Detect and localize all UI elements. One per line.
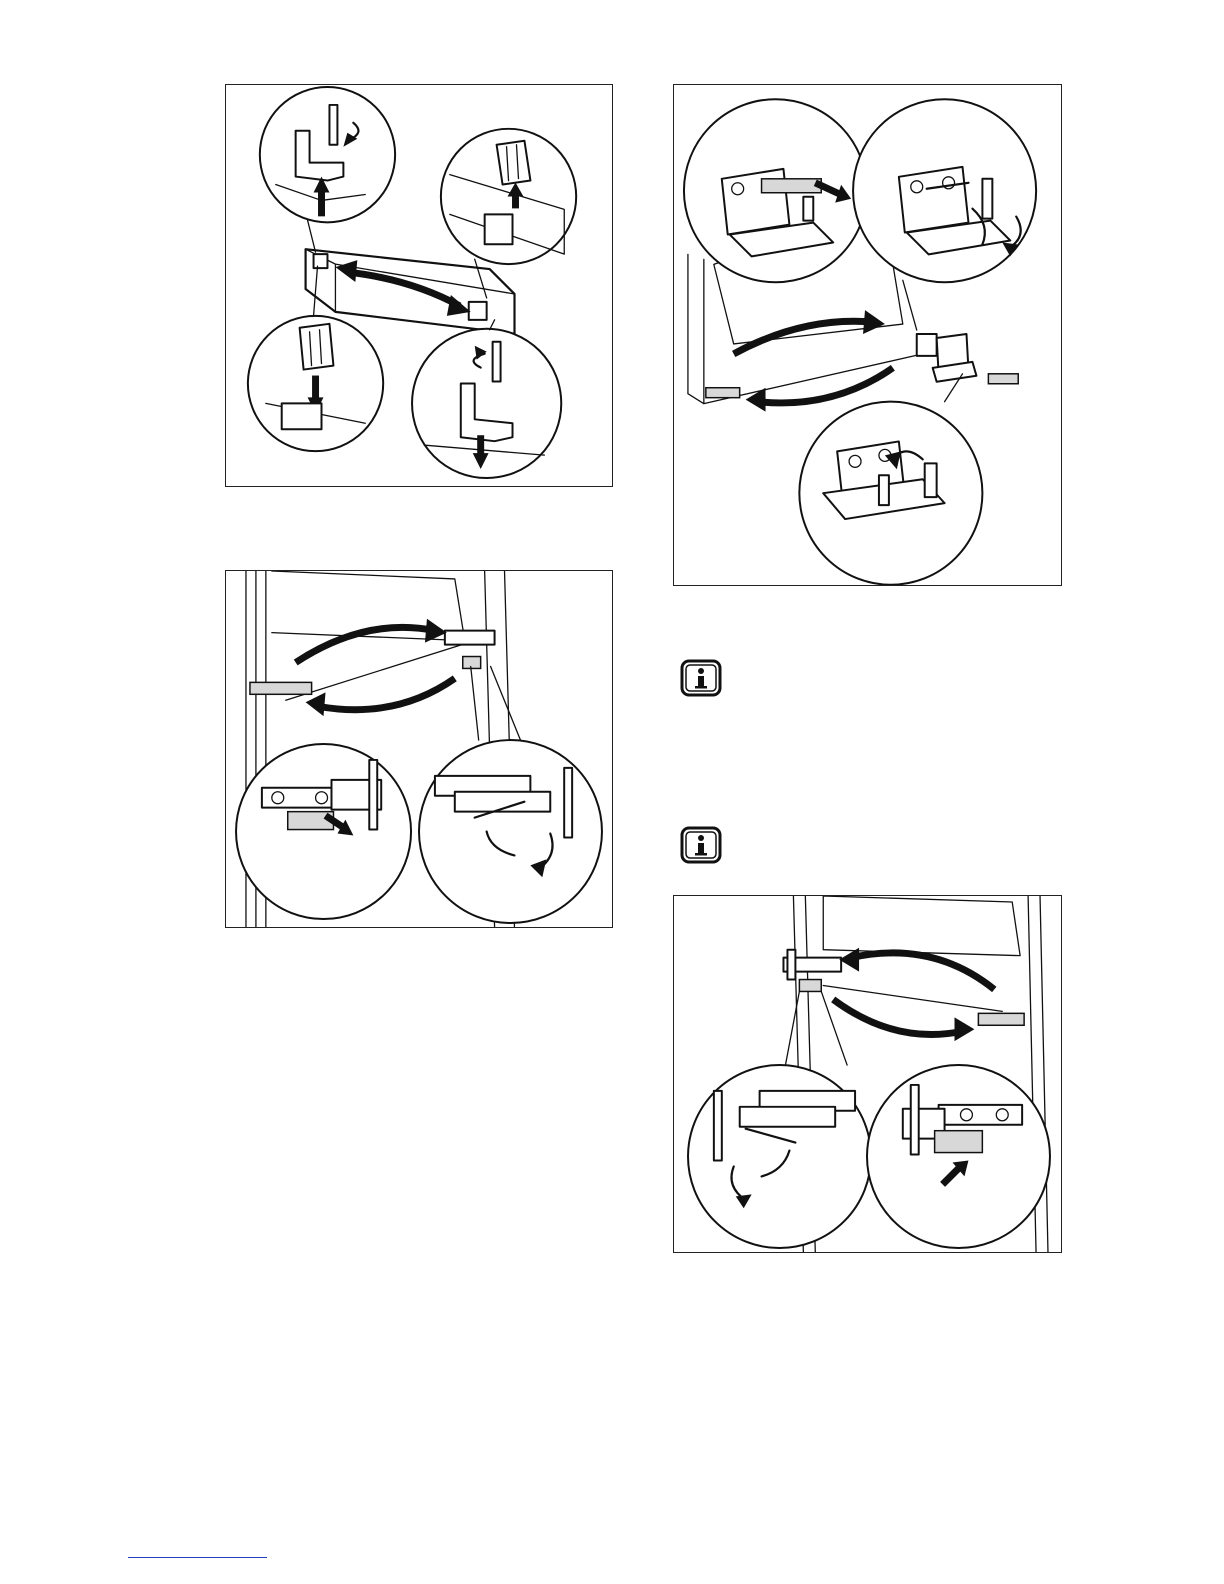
corner-hinge-illustration (674, 85, 1061, 585)
hinge-install-illustration (674, 896, 1061, 1252)
figure-corner-hinge (673, 84, 1062, 586)
figure-hinge-removal (225, 570, 613, 928)
figure-cover-removal (225, 84, 613, 487)
footer-link-rule (128, 1557, 267, 1558)
info-icon (680, 826, 722, 864)
info-icon (680, 659, 722, 697)
hinge-removal-illustration (226, 571, 612, 927)
cover-removal-illustration (226, 85, 612, 486)
figure-hinge-install (673, 895, 1062, 1253)
